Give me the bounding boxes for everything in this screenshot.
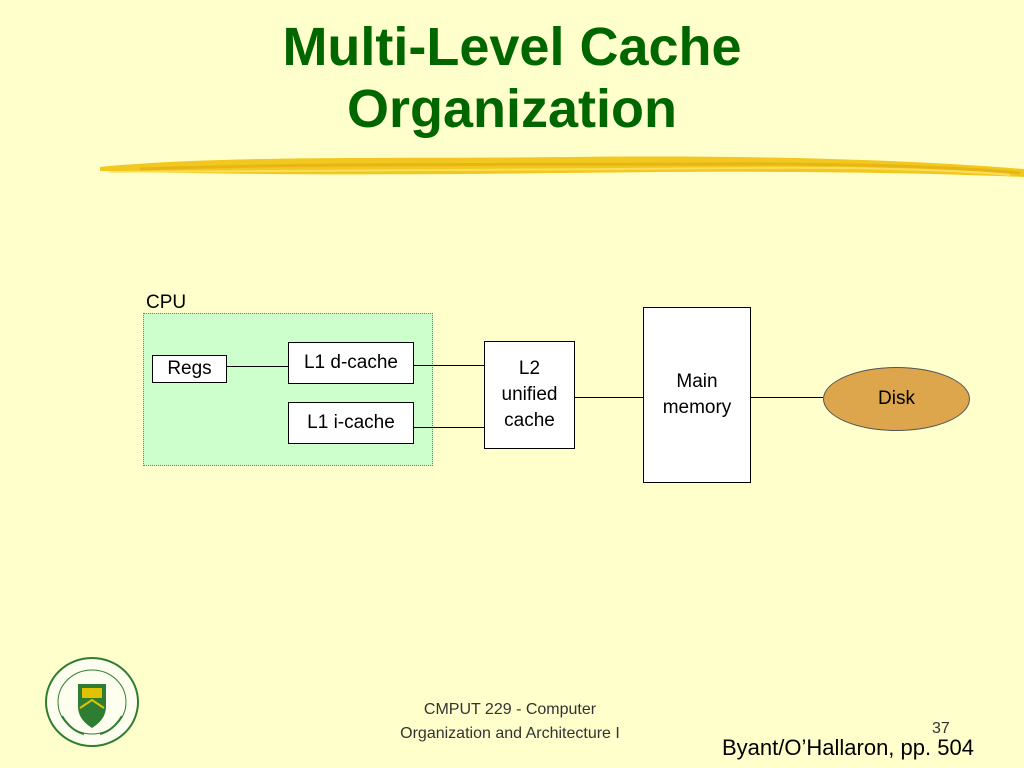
l1-dcache-box: L1 d-cache [288, 342, 414, 384]
l1-icache-to-l2-wire [414, 427, 484, 428]
course-footer: CMPUT 229 - Computer Organization and Ar… [360, 698, 660, 746]
page-number: 37 [932, 720, 950, 737]
l1-icache-label: L1 i-cache [307, 412, 395, 433]
l2-label-line-3: cache [504, 410, 555, 431]
l1-icache-box: L1 i-cache [288, 402, 414, 444]
l1-dcache-label: L1 d-cache [303, 352, 398, 373]
cpu-label: CPU [146, 292, 187, 313]
main-memory-label-line-2: memory [662, 397, 732, 418]
university-of-alberta-seal-logo [45, 657, 139, 747]
regs-label: Regs [167, 358, 212, 379]
regs-box: Regs [152, 355, 227, 383]
l2-label-line-1: L2 [518, 358, 541, 379]
course-footer-line-1: CMPUT 229 - Computer [423, 701, 597, 718]
slide-title-line-1: Multi-Level Cache [282, 17, 742, 77]
disk-ellipse: Disk [823, 367, 970, 431]
main-memory-box: Main memory [643, 307, 751, 483]
course-footer-line-2: Organization and Architecture I [400, 725, 620, 742]
source-credit: Byant/O’Hallaron, pp. 504 [722, 735, 974, 760]
regs-to-l1-dcache-wire [227, 366, 288, 367]
main-memory-label-line-1: Main [676, 371, 718, 392]
l2-unified-cache-box: L2 unified cache [484, 341, 575, 449]
slide-title: Multi-Level Cache Organization [0, 16, 1024, 140]
main-memory-to-disk-wire [751, 397, 823, 398]
l2-to-main-memory-wire [575, 397, 643, 398]
title-underline-brush-stroke [100, 156, 1024, 177]
l2-label-line-2: unified [501, 384, 558, 405]
disk-label: Disk [878, 388, 915, 409]
slide-title-line-2: Organization [346, 79, 677, 139]
l1-dcache-to-l2-wire [414, 365, 484, 366]
